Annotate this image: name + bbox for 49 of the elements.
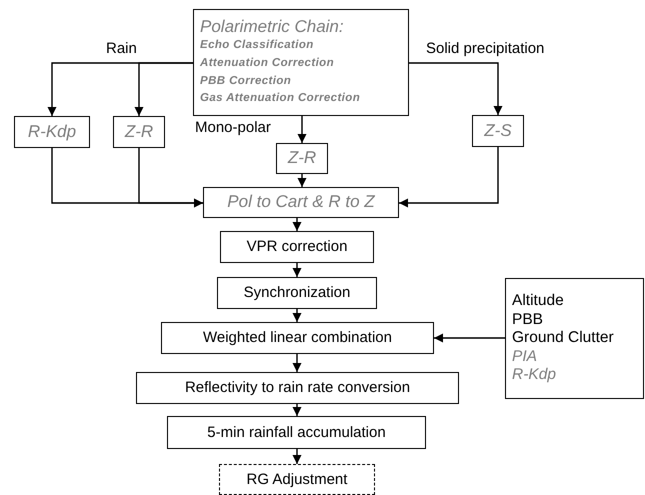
arrow: [134, 62, 193, 116]
box-text: PIA: [512, 348, 537, 366]
process-box: [217, 277, 377, 309]
arrow: [399, 147, 499, 208]
box-text: R-Kdp: [28, 122, 76, 142]
box-text: Altitude: [512, 292, 564, 311]
box-text: R-Kdp: [512, 366, 556, 385]
box-text: Synchronization: [244, 284, 350, 302]
arrow: [292, 309, 302, 322]
box-text: Ground Clutter: [512, 329, 614, 348]
process-box: [203, 187, 399, 218]
arrow: [292, 354, 302, 372]
process-box: [472, 115, 524, 147]
box-text: RG Adjustment: [246, 470, 348, 488]
box-text: Attenuation Correction: [200, 56, 334, 71]
box-text: Echo Classification: [200, 39, 314, 53]
input-list-box: [505, 278, 644, 399]
box-text: Gas Attenuation Correction: [200, 92, 360, 106]
arrow: [292, 404, 302, 416]
process-box: [193, 9, 409, 116]
process-box: [220, 231, 374, 263]
box-heading: Polarimetric Chain:: [200, 16, 344, 38]
arrow: [434, 334, 505, 342]
arrow: [292, 449, 302, 464]
process-box: [167, 416, 426, 449]
process-box: [161, 322, 434, 354]
arrow: [298, 116, 306, 143]
box-text: Weighted linear combination: [202, 329, 392, 347]
process-box: [276, 143, 328, 174]
arrow: [292, 263, 302, 277]
edge-label: Solid precipitation: [425, 41, 546, 58]
box-text: Z-S: [484, 120, 512, 142]
dashed-process-box: [219, 464, 375, 495]
arrow: [138, 148, 203, 208]
arrow: [292, 218, 302, 231]
box-text: 5-min rainfall accumulation: [207, 424, 386, 442]
process-box: [136, 372, 459, 404]
box-text: PBB: [512, 310, 544, 330]
arrow: [409, 62, 502, 115]
box-text: VPR correction: [246, 238, 348, 256]
arrow: [298, 174, 306, 187]
box-text: Z-R: [124, 122, 154, 142]
box-text: PBB Correction: [200, 74, 292, 88]
edge-label: Mono-polar: [194, 120, 272, 136]
box-text: Z-R: [288, 148, 316, 169]
process-box: [14, 116, 90, 148]
box-text: Pol to Cart & R to Z: [227, 192, 375, 213]
box-text: Reflectivity to rain rate conversion: [184, 379, 410, 397]
process-box: [113, 116, 165, 148]
